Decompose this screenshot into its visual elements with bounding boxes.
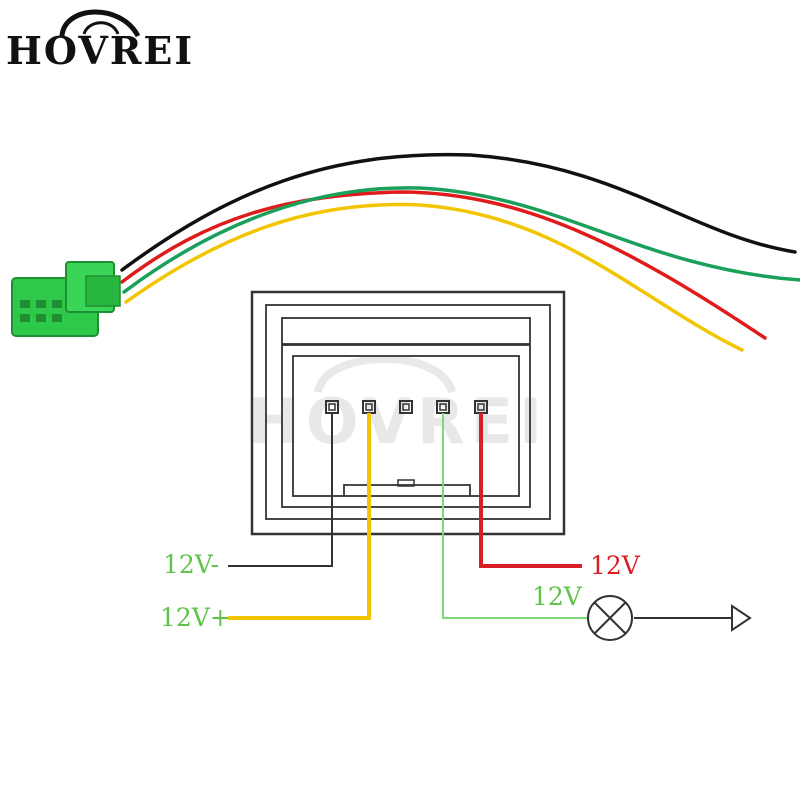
wire-red (120, 190, 767, 340)
watermark: HOVREI (248, 355, 548, 458)
lead-negative (228, 413, 333, 567)
wire-yellow (124, 202, 744, 352)
label-12v-red: 12V (590, 551, 641, 580)
lead-positive (228, 413, 371, 620)
watermark-logo-icon (314, 355, 456, 394)
lead-red (479, 413, 582, 568)
lead-green (442, 413, 587, 619)
pin-3 (399, 400, 413, 414)
connector-plug-icon (11, 261, 121, 337)
lamp-icon (587, 595, 633, 641)
switch-outline (250, 290, 566, 536)
watermark-text: HOVREI (248, 385, 548, 458)
schematic-leads (228, 413, 732, 620)
cable-wires (120, 152, 800, 352)
wire-black (120, 152, 797, 272)
brand-logo-text: HOVREI (6, 28, 194, 73)
label-12v-positive: 12V+ (160, 603, 231, 632)
brand-logo: HOVREI (6, 9, 194, 73)
logo-inner-curve (82, 21, 120, 35)
label-12v-green: 12V (532, 582, 583, 611)
wire-green (122, 186, 800, 294)
label-12v-negative: 12V- (163, 550, 219, 579)
car-roof-logo-icon (59, 9, 141, 38)
arrow-icon (731, 604, 752, 632)
